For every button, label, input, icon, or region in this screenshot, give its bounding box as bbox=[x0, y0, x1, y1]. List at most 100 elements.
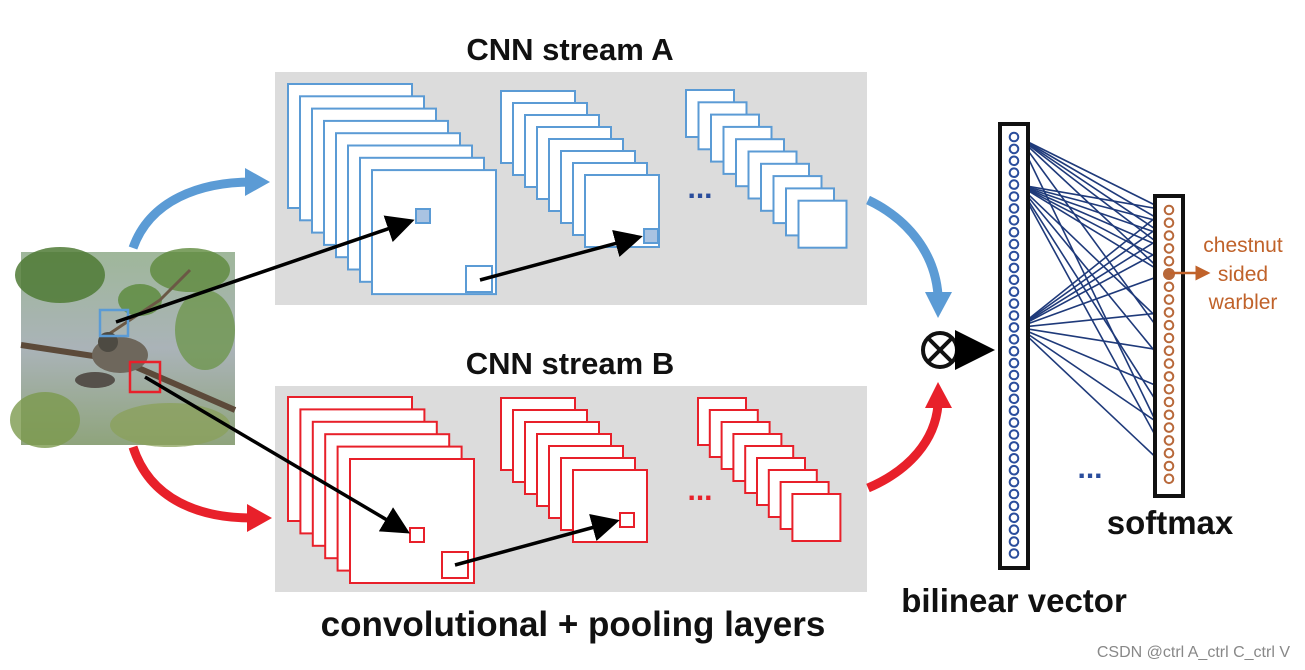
vector-node bbox=[1008, 500, 1020, 512]
vector-node bbox=[1008, 262, 1020, 274]
connection-edge bbox=[1017, 247, 1166, 329]
softmax-node bbox=[1163, 358, 1175, 369]
stream-a-receptive-square bbox=[643, 228, 659, 244]
stream-b-ellipsis: ... bbox=[687, 474, 712, 507]
watermark: CSDN @ctrl A_ctrl C_ctrl V bbox=[1097, 644, 1290, 661]
softmax-node bbox=[1163, 307, 1175, 318]
vector-node bbox=[1008, 405, 1020, 417]
stream-a-feature-stack-2 bbox=[500, 90, 660, 248]
bilinear-vector-label: bilinear vector bbox=[901, 582, 1127, 619]
vector-node bbox=[1008, 441, 1020, 452]
softmax-node bbox=[1163, 243, 1175, 254]
stream-a-feature-map bbox=[797, 199, 848, 249]
connection-edge bbox=[1017, 183, 1166, 262]
vector-node bbox=[1008, 131, 1020, 143]
vector-node bbox=[1008, 167, 1020, 178]
vector-node bbox=[1008, 143, 1020, 155]
softmax-node bbox=[1163, 255, 1175, 267]
flow-arrow-image-to-stream-a bbox=[128, 177, 253, 250]
softmax-node bbox=[1163, 371, 1175, 382]
stream-b-title: CNN stream B bbox=[466, 346, 674, 381]
vector-node bbox=[1008, 429, 1020, 440]
connection-edge bbox=[1017, 326, 1166, 390]
softmax-node bbox=[1163, 294, 1175, 305]
stream-b-feature-stack-1 bbox=[287, 396, 475, 584]
stream-a-receptive-square bbox=[415, 208, 431, 224]
softmax-node bbox=[1163, 217, 1175, 229]
stream-b-feature-map bbox=[791, 493, 842, 542]
connection-edge bbox=[1017, 136, 1166, 224]
flow-arrow-image-to-stream-b bbox=[128, 445, 253, 523]
vector-node bbox=[1008, 464, 1020, 476]
connection-edge bbox=[1017, 273, 1166, 329]
vector-node bbox=[1008, 548, 1020, 559]
output-label-line-2: sided bbox=[1218, 263, 1268, 286]
softmax-node bbox=[1163, 447, 1175, 459]
vector-node bbox=[1008, 238, 1020, 250]
vector-node bbox=[1008, 310, 1020, 321]
connection-edge bbox=[1017, 184, 1166, 416]
softmax-node bbox=[1163, 460, 1175, 472]
vector-node bbox=[1008, 250, 1020, 262]
connection-edge bbox=[1017, 136, 1166, 211]
connection-edge bbox=[1017, 183, 1166, 211]
layers-caption: convolutional + pooling layers bbox=[321, 605, 826, 644]
image-patch-stream-b bbox=[128, 360, 162, 394]
connection-edge bbox=[1017, 136, 1166, 339]
vector-node bbox=[1008, 286, 1020, 298]
vector-node bbox=[1008, 155, 1020, 167]
vector-node bbox=[1008, 226, 1020, 238]
flow-arrow-stream-b-to-product bbox=[866, 404, 943, 493]
connection-edge bbox=[1017, 326, 1166, 429]
vector-node bbox=[1008, 274, 1020, 286]
flow-arrowhead-stream-b bbox=[247, 504, 272, 532]
bilinear-vector-nodes bbox=[1008, 131, 1020, 559]
vector-node bbox=[1008, 215, 1020, 226]
softmax-node bbox=[1163, 473, 1175, 485]
projection-arrow bbox=[479, 229, 643, 282]
vector-node bbox=[1008, 417, 1020, 428]
softmax-node bbox=[1163, 204, 1175, 216]
vector-node bbox=[1008, 488, 1020, 500]
stream-a-ellipsis: ... bbox=[687, 172, 712, 205]
vector-node bbox=[1008, 203, 1020, 214]
input-bird-image bbox=[10, 247, 237, 448]
vector-node bbox=[1008, 381, 1020, 393]
fully-connected-edges bbox=[1017, 136, 1166, 467]
connection-edge bbox=[1017, 184, 1166, 365]
vector-node bbox=[1008, 334, 1020, 345]
vector-node bbox=[1008, 393, 1020, 405]
connection-edge bbox=[1017, 311, 1166, 329]
flow-arrowhead-b-product bbox=[925, 382, 952, 408]
vector-node bbox=[1008, 536, 1020, 547]
flow-arrowhead-stream-a bbox=[245, 168, 270, 196]
projection-arrow bbox=[144, 375, 411, 534]
flow-arrowhead-a-product bbox=[925, 292, 952, 318]
softmax-node bbox=[1163, 396, 1175, 408]
softmax-node bbox=[1163, 332, 1175, 344]
connection-edge bbox=[1017, 222, 1166, 329]
vector-node bbox=[1008, 369, 1020, 381]
flow-arrow-stream-a-to-product bbox=[866, 195, 943, 296]
connection-edge bbox=[1017, 326, 1166, 467]
stream-b-feature-stack-3 bbox=[697, 397, 842, 542]
output-label-line-1: chestnut bbox=[1203, 234, 1283, 257]
connection-edge bbox=[1017, 184, 1166, 326]
image-patch-stream-a bbox=[98, 308, 130, 338]
vector-node bbox=[1008, 512, 1020, 524]
stream-b-receptive-square bbox=[619, 512, 635, 528]
connection-edge bbox=[1017, 183, 1166, 250]
stream-a-feature-stack-3 bbox=[685, 89, 848, 249]
connection-edge bbox=[1017, 209, 1166, 329]
vector-node bbox=[1008, 191, 1020, 202]
vector-node bbox=[1008, 179, 1020, 190]
softmax-nodes bbox=[1163, 204, 1175, 485]
connection-edge bbox=[1017, 326, 1166, 352]
vector-node bbox=[1008, 453, 1020, 464]
output-label-line-3: warbler bbox=[1208, 291, 1278, 314]
connection-edge bbox=[1017, 183, 1166, 275]
softmax-node bbox=[1163, 345, 1175, 357]
projection-arrow bbox=[454, 514, 620, 567]
connection-edge bbox=[1017, 234, 1166, 329]
